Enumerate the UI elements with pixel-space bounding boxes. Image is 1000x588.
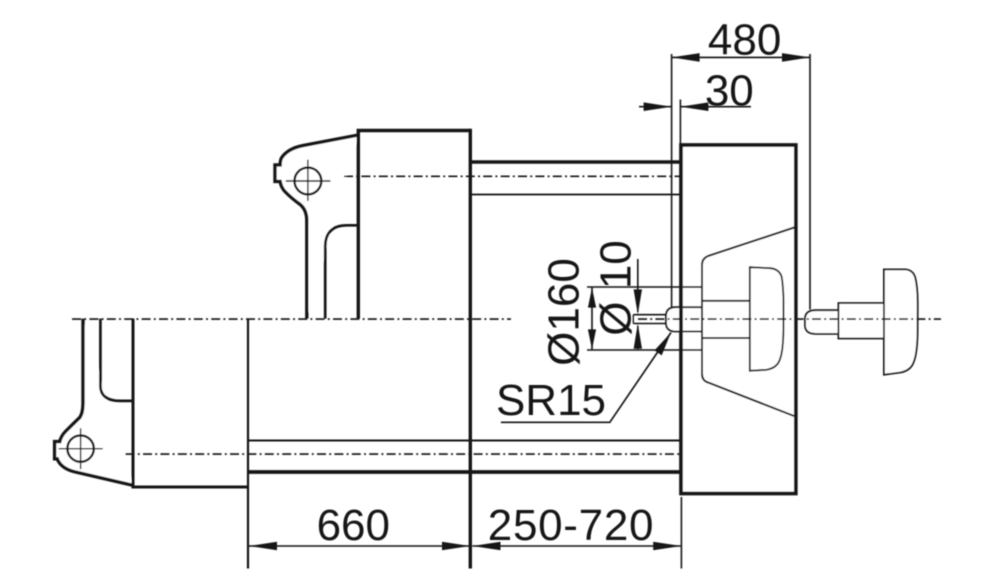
svg-text:660: 660 — [317, 501, 390, 550]
svg-text:Ø160: Ø160 — [540, 258, 589, 366]
svg-text:SR15: SR15 — [496, 376, 606, 425]
svg-text:250-720: 250-720 — [488, 501, 654, 550]
svg-text:480: 480 — [708, 16, 781, 65]
svg-text:30: 30 — [705, 67, 754, 116]
svg-text:Ø 10: Ø 10 — [592, 240, 641, 335]
